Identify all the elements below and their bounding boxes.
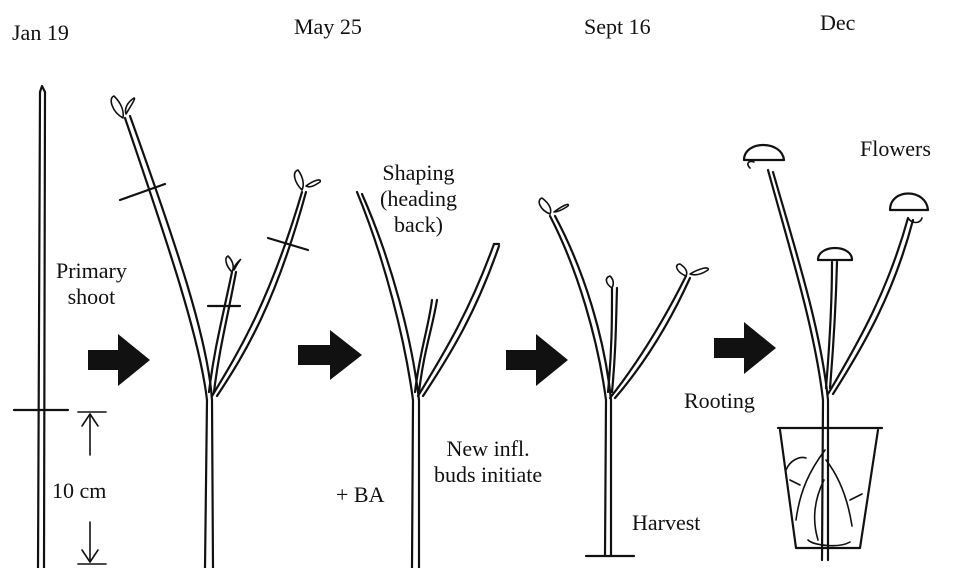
arrow-4 [714,322,776,374]
label-new-buds: New infl. buds initiate [434,436,542,488]
label-shaping: Shaping (heading back) [380,160,457,238]
rooting-pot [778,428,882,548]
label-ba: + BA [336,482,384,508]
label-flowers: Flowers [860,136,931,162]
arrow-3 [506,334,568,386]
arrow-2 [298,330,362,380]
label-rooting: Rooting [684,388,755,414]
branched-plant [111,96,320,568]
flowering-plant [744,145,928,560]
primary-shoot-stem [38,86,45,568]
regrowth-plant [539,198,708,556]
date-sept: Sept 16 [584,14,651,40]
arrow-1 [88,334,150,386]
date-may: May 25 [294,14,362,40]
label-measure: 10 cm [52,478,106,504]
headed-back-plant [357,192,499,568]
label-harvest: Harvest [632,510,700,536]
label-primary-shoot: Primary shoot [56,258,127,310]
date-jan: Jan 19 [12,20,69,46]
date-dec: Dec [820,10,855,36]
